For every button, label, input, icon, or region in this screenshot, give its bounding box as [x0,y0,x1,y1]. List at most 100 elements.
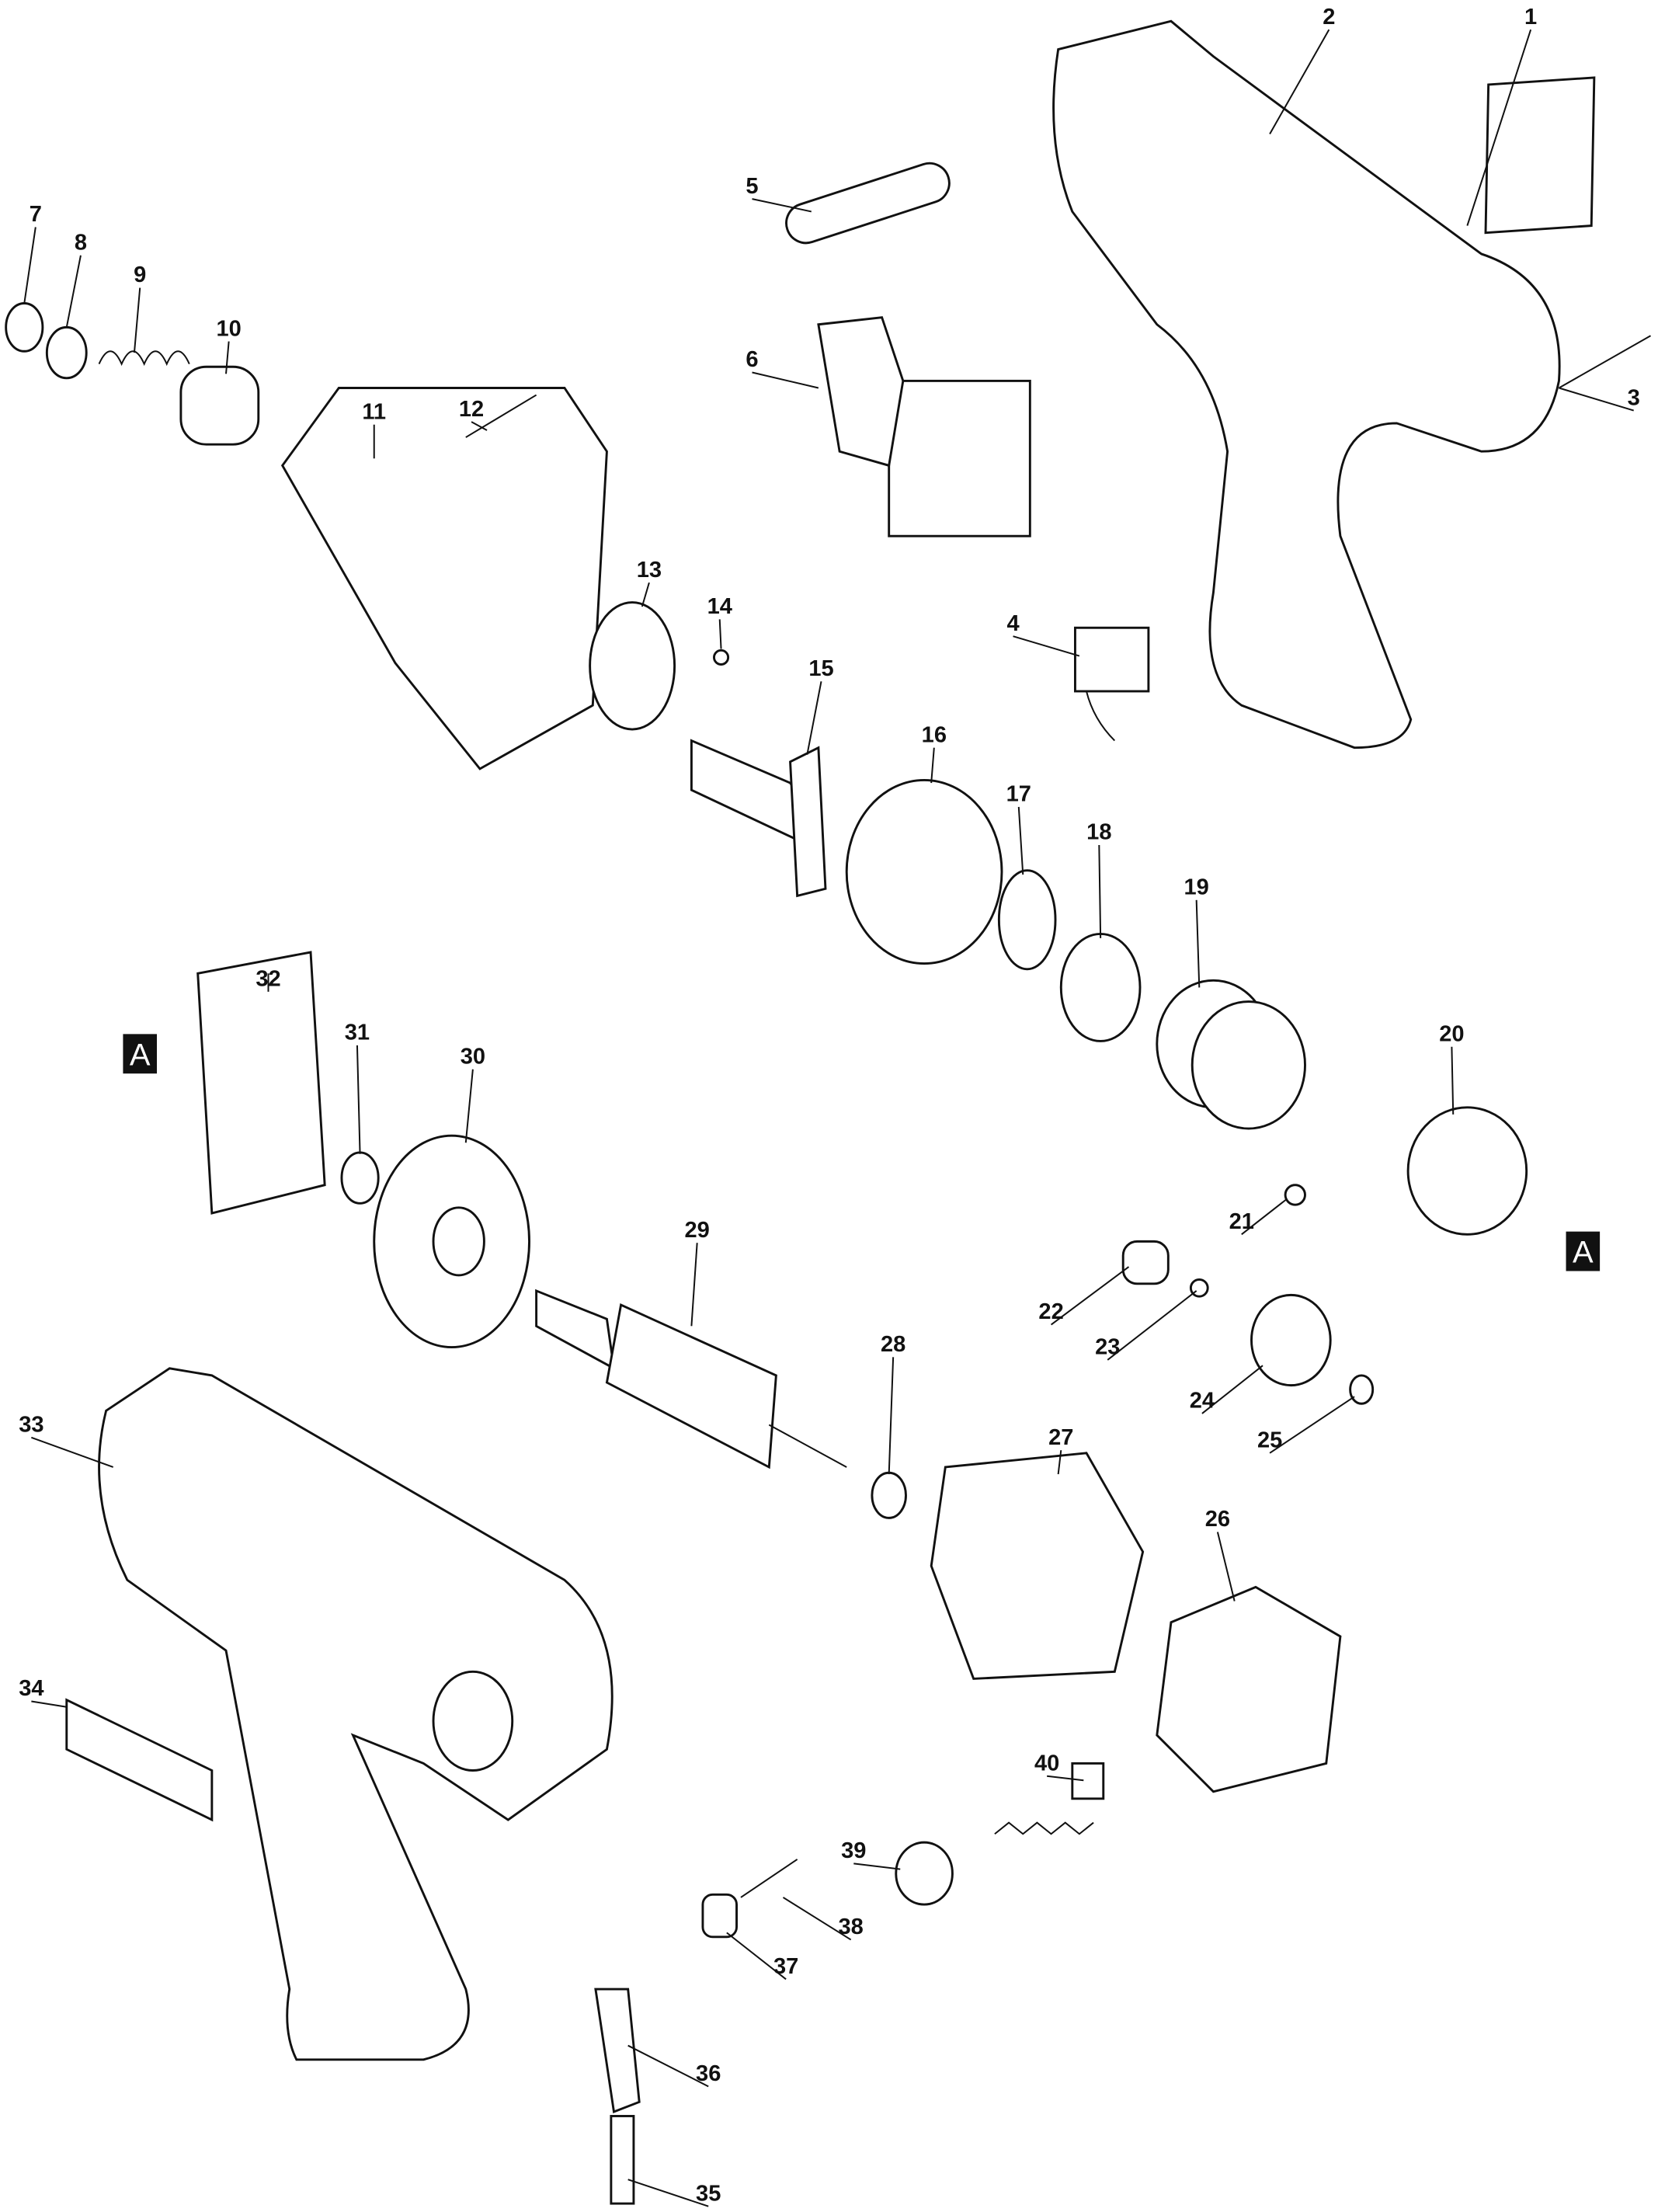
leader-line-35 [627,2179,709,2207]
leader-line-3 [1559,387,1635,412]
part-label-8: 8 [75,230,87,255]
part-label-28: 28 [881,1332,905,1357]
brush-spring [994,1821,1094,1835]
leader-line-21 [1241,1198,1288,1236]
part-label-40: 40 [1034,1751,1059,1776]
part-label-37: 37 [773,1954,798,1979]
part-label-9: 9 [134,263,146,287]
pinion-part [1250,1293,1332,1387]
sleeve-part [179,365,260,446]
capacitor-wire [1086,690,1116,742]
part-label-10: 10 [216,316,241,341]
leader-line-5 [752,198,812,213]
leader-line-20 [1451,1046,1455,1115]
leader-line-6 [752,371,819,389]
leader-line-31 [356,1045,361,1154]
gear-assembly-part [1406,1106,1528,1236]
part-label-12: 12 [459,397,484,422]
leader-line-25 [1269,1396,1355,1454]
strain-relief-part [701,1893,738,1939]
leader-line-36 [627,2044,709,2088]
part-label-13: 13 [637,558,662,583]
name-plate-part [65,1698,214,1822]
section-marker-a-right: A [1566,1231,1601,1271]
leader-line-38 [782,1897,852,1941]
part-label-25: 25 [1257,1428,1282,1453]
leader-line-30 [464,1069,474,1143]
leader-line-14 [718,619,722,649]
armature-shaft [768,1424,847,1468]
leader-line-33 [31,1436,114,1468]
bearing-part [1059,932,1142,1042]
housing-half-part [1052,19,1561,750]
leader-line-7 [23,227,36,304]
leader-line-2 [1269,29,1330,135]
part-label-19: 19 [1184,875,1208,900]
lock-button-part [785,162,951,245]
screw-part [740,1859,798,1898]
section-marker-a-left: A [123,1034,158,1074]
part-label-14: 14 [707,594,732,619]
gear-housing-part [280,387,608,770]
cord-guard-part [594,1988,641,2114]
part-label-27: 27 [1048,1425,1073,1450]
motor-housing-part [98,1367,613,2061]
leader-line-28 [888,1357,895,1475]
fan-hub [432,1206,485,1277]
part-label-16: 16 [922,722,947,747]
part-label-22: 22 [1038,1299,1063,1324]
brush-holder-part [1156,1585,1342,1793]
bearing-box-part [196,951,326,1215]
clutch-part [845,778,1003,965]
part-label-18: 18 [1086,820,1111,845]
washer-part [997,869,1057,971]
label-plate-part [1484,76,1596,235]
washer-part [45,325,88,380]
leader-line-8 [65,255,82,328]
leader-line-1 [1466,29,1532,226]
part-label-33: 33 [19,1413,43,1438]
armature-part [605,1303,777,1469]
armature-shaft-part [535,1289,616,1371]
parts-artwork: A A [5,19,1652,2205]
motor-housing-boss [432,1670,514,1772]
leader-line-34 [31,1700,67,1708]
leader-line-15 [806,681,822,755]
part-label-20: 20 [1439,1021,1464,1046]
leader-line-13 [641,582,650,607]
part-label-36: 36 [696,2061,721,2086]
leader-line-16 [930,747,935,784]
leader-line-26 [1216,1532,1236,1602]
svg-text:A: A [1573,1236,1594,1270]
field-part [930,1452,1145,1680]
leader-line-27 [1057,1450,1062,1475]
part-label-23: 23 [1095,1335,1120,1360]
leader-line-22 [1050,1266,1130,1326]
cord-part [610,2115,635,2205]
svg-text:A: A [130,1038,151,1072]
part-label-34: 34 [19,1676,43,1701]
part-label-29: 29 [685,1218,710,1243]
leader-line-18 [1098,844,1102,938]
part-label-24: 24 [1190,1389,1215,1414]
screw-part [465,394,537,438]
steel-ball-part [713,649,730,666]
leader-line-10 [225,341,230,374]
trigger-part [817,316,905,468]
bearing-part [589,601,676,731]
part-label-35: 35 [696,2181,721,2206]
part-label-15: 15 [808,656,833,681]
steel-ball-part [1284,1184,1306,1206]
leader-line-9 [133,287,141,353]
carbon-brush-part [1071,1762,1105,1800]
part-label-32: 32 [255,967,280,992]
sleeve-part [1121,1240,1170,1285]
part-label-21: 21 [1229,1209,1254,1234]
leader-line-40 [1047,1775,1084,1782]
switch-part [888,379,1031,537]
bearing-part [871,1471,907,1519]
part-label-11: 11 [362,399,386,424]
part-label-4: 4 [1006,611,1019,636]
